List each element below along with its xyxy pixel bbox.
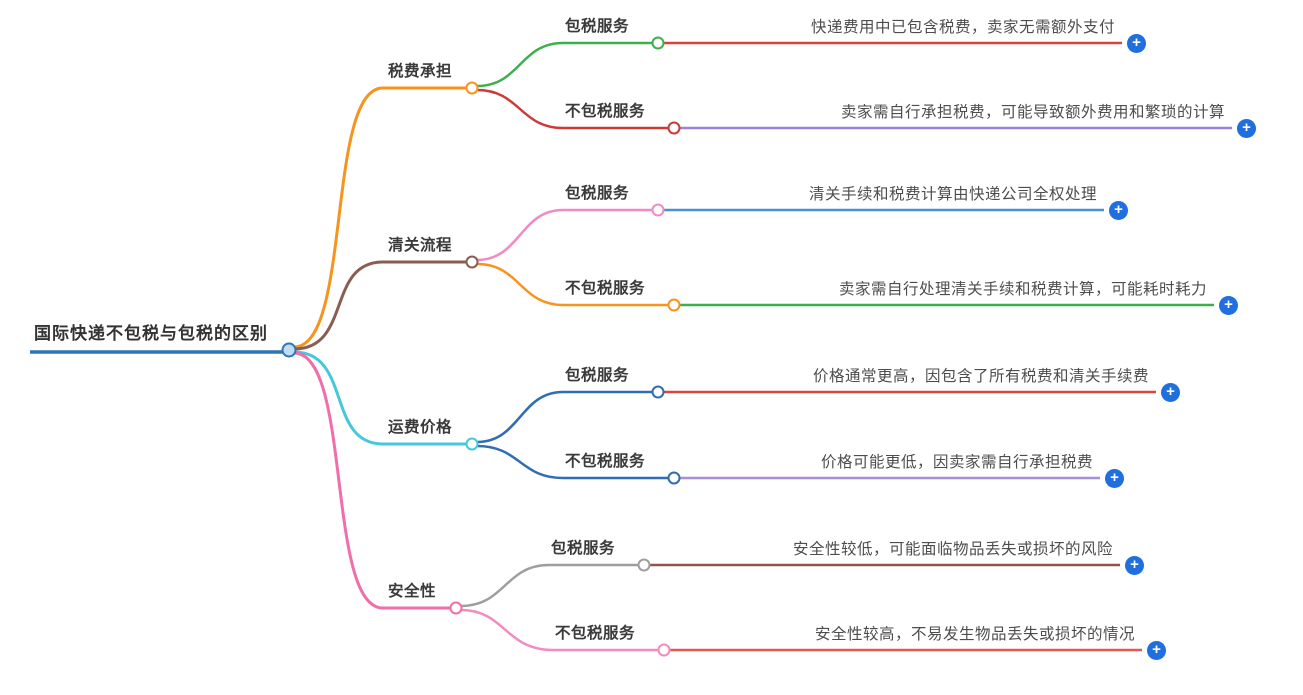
branch2-child2-desc[interactable]: 卖家需自行处理清关手续和税费计算，可能耗时耗力 — [838, 281, 1207, 298]
link-branch2-child1 — [476, 208, 564, 262]
branch1-child2-label[interactable]: 不包税服务 — [565, 103, 646, 120]
link-branch2-child2 — [476, 262, 564, 307]
link-branch4-child1 — [460, 563, 550, 608]
branch4-child1-node-handle[interactable] — [637, 558, 651, 572]
branch2-child1-desc[interactable]: 清关手续和税费计算由快递公司全权处理 — [808, 186, 1097, 203]
link-root-branch4 — [293, 351, 384, 610]
branch2-label[interactable]: 清关流程 — [388, 237, 453, 254]
branch1-child1-node-handle[interactable] — [651, 36, 665, 50]
branch4-node-handle[interactable] — [449, 601, 463, 615]
branch3-node-handle[interactable] — [465, 437, 479, 451]
branch3-child2-label[interactable]: 不包税服务 — [565, 453, 646, 470]
root-node-label[interactable]: 国际快递不包税与包税的区别 — [34, 324, 268, 343]
link-branch1-child2 — [476, 88, 564, 130]
link-branch1-child1 — [476, 41, 564, 88]
add-node-button-branch3-child1[interactable]: + — [1161, 383, 1180, 402]
link-root-branch1 — [293, 86, 384, 349]
branch3-child2-node-handle[interactable] — [667, 471, 681, 485]
branch3-label[interactable]: 运费价格 — [388, 419, 453, 436]
branch1-node-handle[interactable] — [465, 81, 479, 95]
link-root-branch3 — [293, 350, 384, 446]
link-branch3-child2 — [476, 444, 564, 480]
branch2-child1-node-handle[interactable] — [651, 203, 665, 217]
add-node-button-branch3-child2[interactable]: + — [1105, 469, 1124, 488]
branch2-node-handle[interactable] — [465, 255, 479, 269]
link-branch4-child2 — [460, 608, 554, 652]
add-node-button-branch1-child1[interactable]: + — [1127, 34, 1146, 53]
branch2-child1-label[interactable]: 包税服务 — [565, 185, 630, 202]
add-node-button-branch2-child1[interactable]: + — [1109, 201, 1128, 220]
add-node-button-branch4-child1[interactable]: + — [1125, 556, 1144, 575]
link-branch3-child1 — [476, 390, 564, 444]
branch3-child1-label[interactable]: 包税服务 — [565, 367, 630, 384]
link-root-branch2 — [293, 260, 384, 351]
branch2-child2-node-handle[interactable] — [667, 298, 681, 312]
root-node-handle[interactable] — [281, 342, 297, 358]
branch1-child2-node-handle[interactable] — [667, 121, 681, 135]
branch1-child1-desc[interactable]: 快递费用中已包含税费，卖家无需额外支付 — [810, 19, 1115, 36]
branch4-child2-desc[interactable]: 安全性较高，不易发生物品丢失或损坏的情况 — [814, 626, 1135, 643]
add-node-button-branch1-child2[interactable]: + — [1237, 119, 1256, 138]
branch4-label[interactable]: 安全性 — [388, 583, 437, 600]
add-node-button-branch2-child2[interactable]: + — [1219, 296, 1238, 315]
branch3-child1-desc[interactable]: 价格通常更高，因包含了所有税费和清关手续费 — [812, 368, 1149, 385]
branch3-child1-node-handle[interactable] — [651, 385, 665, 399]
branch4-child2-node-handle[interactable] — [657, 643, 671, 657]
branch1-child2-desc[interactable]: 卖家需自行承担税费，可能导致额外费用和繁琐的计算 — [840, 104, 1225, 121]
branch1-child1-label[interactable]: 包税服务 — [565, 18, 630, 35]
branch2-child2-label[interactable]: 不包税服务 — [565, 280, 646, 297]
branch1-label[interactable]: 税费承担 — [388, 63, 453, 80]
add-node-button-branch4-child2[interactable]: + — [1147, 641, 1166, 660]
branch4-child2-label[interactable]: 不包税服务 — [555, 625, 636, 642]
branch4-child1-desc[interactable]: 安全性较低，可能面临物品丢失或损坏的风险 — [792, 541, 1113, 558]
branch3-child2-desc[interactable]: 价格可能更低，因卖家需自行承担税费 — [820, 454, 1093, 471]
branch4-child1-label[interactable]: 包税服务 — [551, 540, 616, 557]
